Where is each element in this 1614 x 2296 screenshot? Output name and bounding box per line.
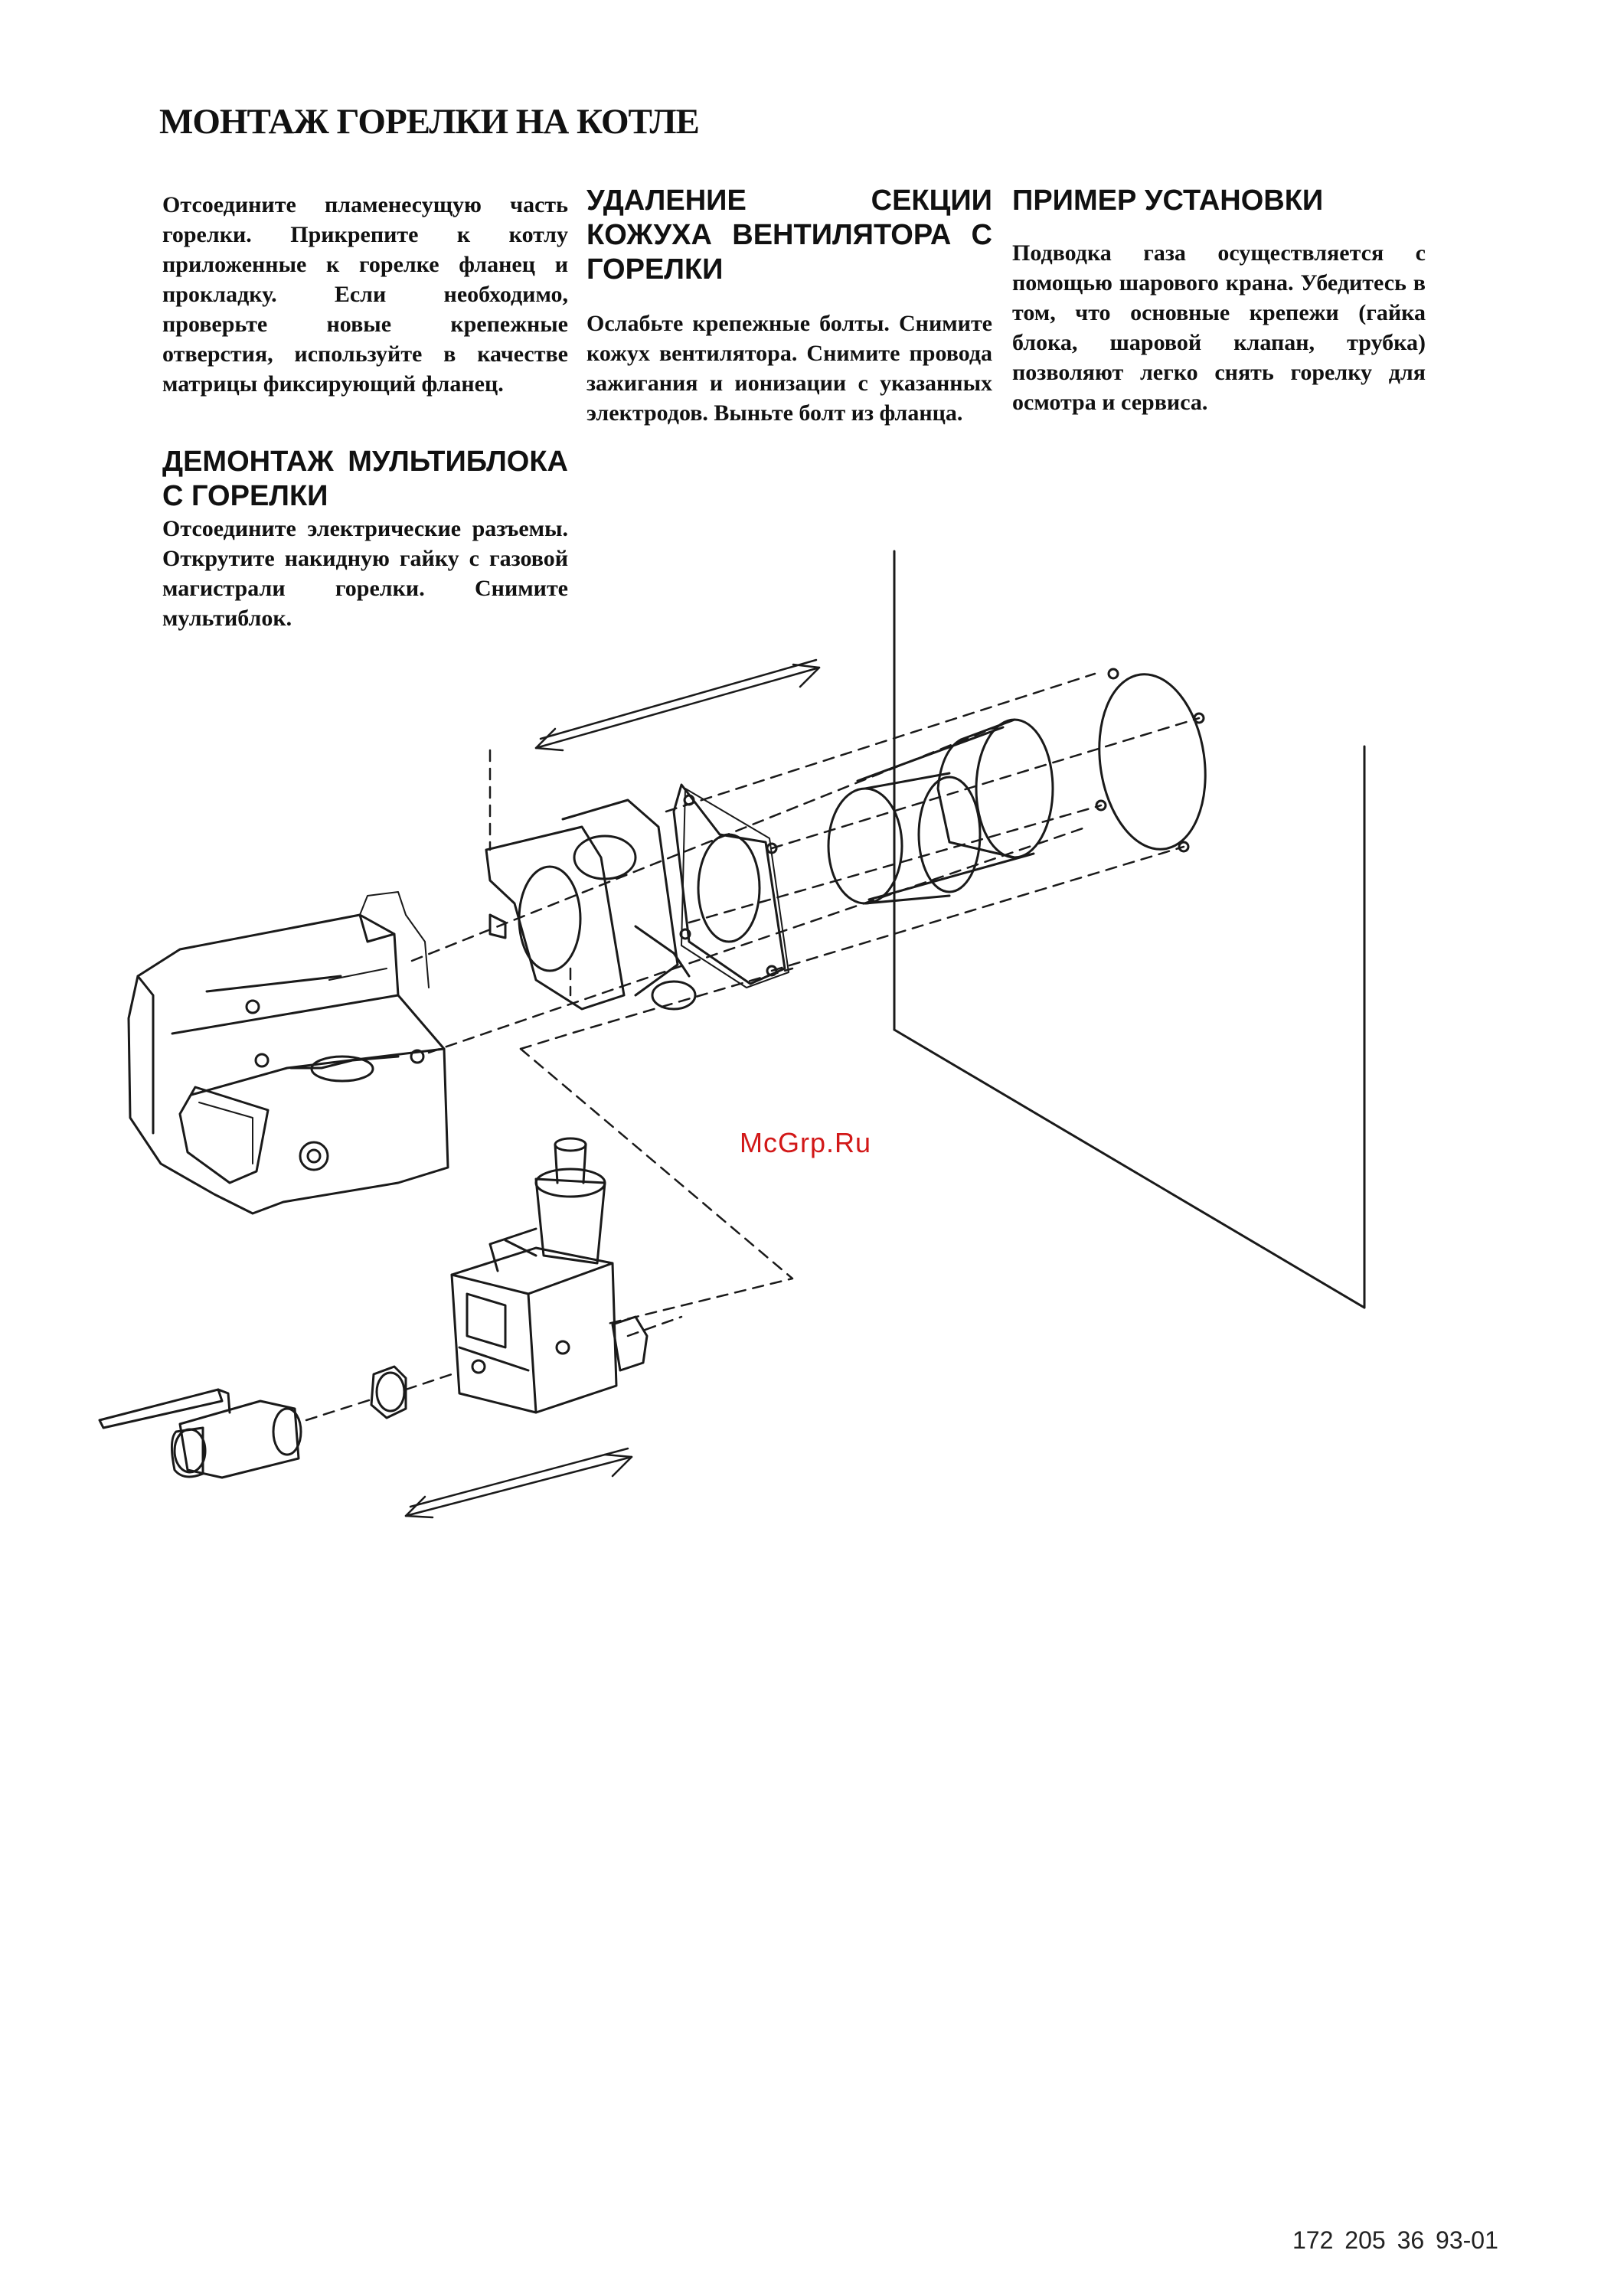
example-text: Подводка газа осуществляется с помощью ш… [1012,240,1426,415]
column-left: Отсоедините пламенесущую часть горелки. … [162,190,568,633]
gas-multiblock-icon [450,1137,649,1414]
fan-housing-text: Ослабьте крепежные болты. Снимите кожух … [586,311,992,426]
fan-housing-heading: УДАЛЕНИЕ СЕКЦИИ КОЖУХА ВЕНТИЛЯТОРА С ГОР… [586,185,992,286]
page-title: МОНТАЖ ГОРЕЛКИ НА КОТЛЕ [159,102,700,142]
multiblock-heading: ДЕМОНТАЖ МУЛЬТИБЛОКА С ГОРЕЛКИ [162,446,568,512]
mounting-text: Отсоедините пламенесущую часть горелки. … [162,192,568,397]
column-right: ПРИМЕР УСТАНОВКИ Подводка газа осуществл… [1012,184,1426,417]
ball-valve-icon [98,1388,302,1479]
flame-tube-icon [827,718,1054,905]
document-number: 172 205 36 93-01 [1292,2226,1498,2254]
boiler-wall-icon [893,550,1366,1309]
gasket-icon [1095,668,1207,853]
pipe-nut-icon [370,1365,407,1419]
watermark: McGrp.Ru [740,1127,872,1158]
mounting-flange-icon [672,783,789,988]
burner-body-icon [127,891,449,1215]
multiblock-text: Отсоедините электрические разъемы. Откру… [162,516,568,631]
double-arrow-icon [534,658,821,752]
column-middle: УДАЛЕНИЕ СЕКЦИИ КОЖУХА ВЕНТИЛЯТОРА С ГОР… [586,184,992,428]
fan-housing-flange-icon [485,799,697,1011]
double-arrow-icon [404,1447,633,1519]
example-heading: ПРИМЕР УСТАНОВКИ [1012,185,1324,217]
assembly-lines [305,672,1201,1422]
